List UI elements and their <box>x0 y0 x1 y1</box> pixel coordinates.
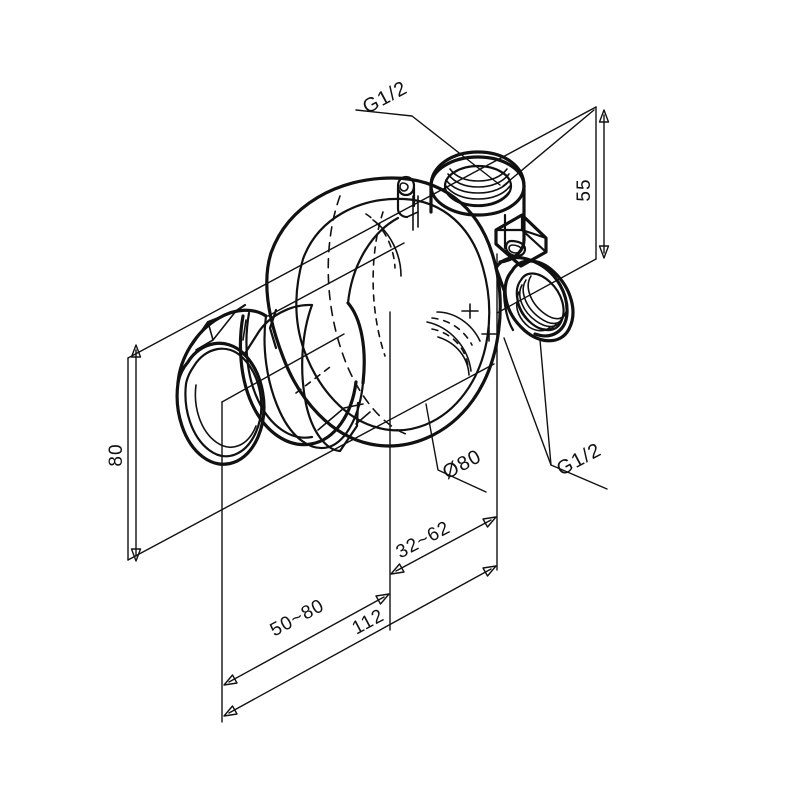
valve-body <box>175 176 502 466</box>
side-threaded-port <box>494 256 575 343</box>
dimension-label-112: 112 <box>349 605 388 639</box>
leader-diameter-80 <box>425 403 487 493</box>
dimension-32-62 <box>390 516 497 575</box>
body-lower-right-details <box>431 311 498 346</box>
reference-plane <box>127 106 597 561</box>
dimension-80 <box>130 344 142 562</box>
top-left-boss <box>396 175 419 231</box>
dimension-label-55: 55 <box>574 178 595 201</box>
dimension-50-80 <box>223 593 390 686</box>
leader-55-top-port <box>502 109 595 187</box>
dimension-label-g12-right: G1/2 <box>553 439 605 481</box>
dimension-55 <box>598 109 610 259</box>
leader-g12-right <box>503 337 608 490</box>
dimension-label-80: 80 <box>106 443 127 466</box>
dimension-label-g12-top: G1/2 <box>359 77 411 119</box>
dimension-label-diameter-80: Ø80 <box>439 445 485 484</box>
dimension-112 <box>223 565 497 717</box>
leader-g12-top <box>355 109 501 186</box>
dimension-label-50-80: 50~80 <box>267 595 328 641</box>
